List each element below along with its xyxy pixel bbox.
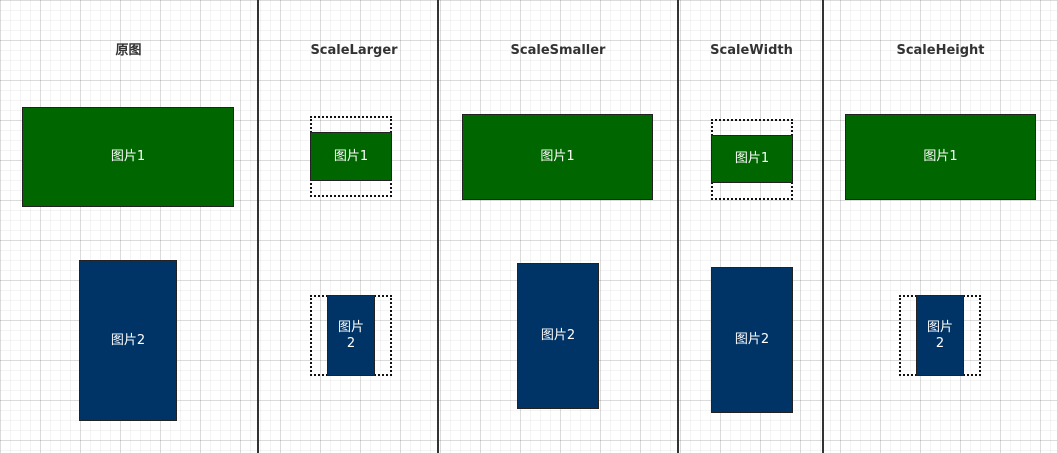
image-1-label: 图片1	[110, 149, 146, 164]
column-title-scale-height: ScaleHeight	[896, 43, 985, 58]
image-1-box: 图片1	[22, 107, 234, 207]
image-1-label: 图片1	[734, 151, 770, 166]
column-title-scale-larger: ScaleLarger	[310, 43, 398, 58]
image-2-box: 图片 2	[916, 295, 964, 376]
image-2-box: 图片2	[517, 263, 599, 409]
image-1-label: 图片1	[333, 148, 369, 164]
image-1-box: 图片1	[845, 114, 1036, 200]
column-divider	[677, 0, 679, 453]
image-2-label: 图片2	[540, 328, 576, 343]
column-divider	[822, 0, 824, 453]
column-title-scale-width: ScaleWidth	[710, 43, 793, 58]
image-2-label: 图片 2	[337, 319, 364, 351]
image-1-box: 图片1	[462, 114, 653, 200]
column-divider	[257, 0, 259, 453]
column-title-original: 原图	[115, 43, 142, 58]
image-2-label: 图片2	[734, 332, 770, 347]
image-2-box: 图片 2	[327, 295, 375, 376]
image-2-box: 图片2	[711, 267, 793, 413]
image-1-label: 图片1	[923, 149, 958, 164]
image-1-box: 图片1	[310, 132, 392, 181]
image-2-box: 图片2	[79, 260, 177, 421]
column-divider	[437, 0, 439, 453]
image-1-box: 图片1	[711, 135, 793, 183]
image-2-label: 图片2	[110, 332, 146, 348]
column-title-scale-smaller: ScaleSmaller	[510, 43, 606, 58]
image-1-label: 图片1	[540, 149, 575, 164]
image-2-label: 图片 2	[926, 319, 953, 351]
